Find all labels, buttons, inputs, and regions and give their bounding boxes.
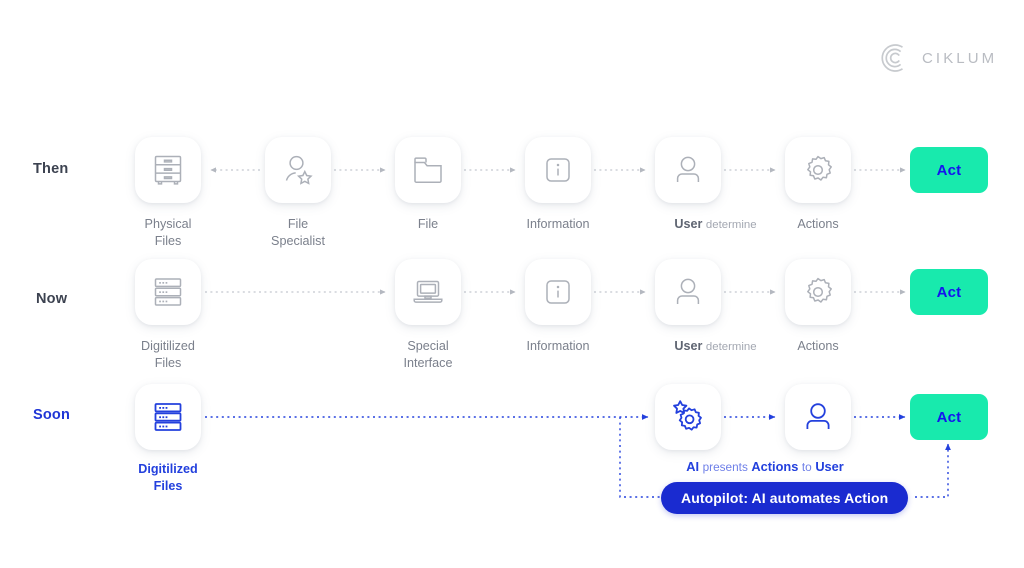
tile-special-interface[interactable] <box>395 259 461 325</box>
caption-user-light: determine <box>705 341 757 353</box>
tile-file[interactable] <box>395 137 461 203</box>
caption-special-interface: Special Interface <box>403 339 453 370</box>
user-icon <box>676 156 700 182</box>
caption-user-strong: User <box>674 217 703 231</box>
user-icon <box>676 278 700 304</box>
tile-information-then[interactable] <box>525 137 591 203</box>
information-icon <box>546 158 570 182</box>
tile-digitilized-files-soon[interactable] <box>135 384 201 450</box>
caption-digitilized-files-now: Digitilized Files <box>141 339 195 370</box>
tile-user-then[interactable] <box>655 137 721 203</box>
caption-user-then: User determine <box>628 216 803 233</box>
caption-actions-now: Actions <box>797 339 839 353</box>
tile-actions-then[interactable] <box>785 137 851 203</box>
filing-cabinet-icon <box>154 155 182 185</box>
gear-actions-icon <box>807 155 832 181</box>
tile-file-specialist[interactable] <box>265 137 331 203</box>
caption-information-then: Information <box>526 217 590 231</box>
act-button-now[interactable]: Act <box>910 269 988 315</box>
act-button-then[interactable]: Act <box>910 147 988 193</box>
caption-digitilized-files-soon: Digitilized Files <box>138 462 198 493</box>
caption-user-now: User determine <box>628 338 803 355</box>
tile-information-now[interactable] <box>525 259 591 325</box>
caption-file-specialist: File Specialist <box>271 217 325 248</box>
caption-information-now: Information <box>526 339 590 353</box>
row-label-now: Now <box>36 291 68 307</box>
caption-file: File <box>417 217 439 231</box>
person-star-specialist-icon <box>285 155 313 185</box>
row-label-soon: Soon <box>33 407 71 423</box>
tile-user-soon[interactable] <box>785 384 851 450</box>
row-label-then: Then <box>33 161 69 177</box>
gear-actions-icon <box>807 277 832 303</box>
ciklum-circular-c-logo-icon <box>881 44 903 72</box>
tile-user-now[interactable] <box>655 259 721 325</box>
autopilot-banner[interactable]: Autopilot: AI automates Action <box>661 482 909 514</box>
ai-caption-part4: to <box>801 460 812 474</box>
tile-ai-actions[interactable] <box>655 384 721 450</box>
tile-physical-files[interactable] <box>135 137 201 203</box>
brand-name: CIKLUM <box>922 49 998 67</box>
ai-caption-part2: presents <box>702 460 748 474</box>
brand-logo: CIKLUM <box>878 42 997 74</box>
information-icon <box>546 280 570 304</box>
caption-physical-files: Physical Files <box>144 217 192 248</box>
caption-user-light: determine <box>705 219 757 231</box>
ai-caption-part1: AI <box>686 459 700 474</box>
user-icon <box>806 403 830 429</box>
caption-ai-presents-actions-to-user: AI presents Actions to User <box>620 459 910 476</box>
tile-actions-now[interactable] <box>785 259 851 325</box>
ai-gear-star-icon <box>673 400 702 431</box>
server-stack-icon <box>154 403 182 431</box>
laptop-icon <box>413 280 443 303</box>
caption-actions-then: Actions <box>797 217 839 231</box>
tile-digitilized-files-now[interactable] <box>135 259 201 325</box>
ai-caption-part3: Actions <box>751 459 799 474</box>
folder-icon <box>414 157 442 183</box>
act-button-soon[interactable]: Act <box>910 394 988 440</box>
server-stack-icon <box>154 278 182 306</box>
ai-caption-part5: User <box>815 459 844 474</box>
caption-user-strong: User <box>674 339 703 353</box>
